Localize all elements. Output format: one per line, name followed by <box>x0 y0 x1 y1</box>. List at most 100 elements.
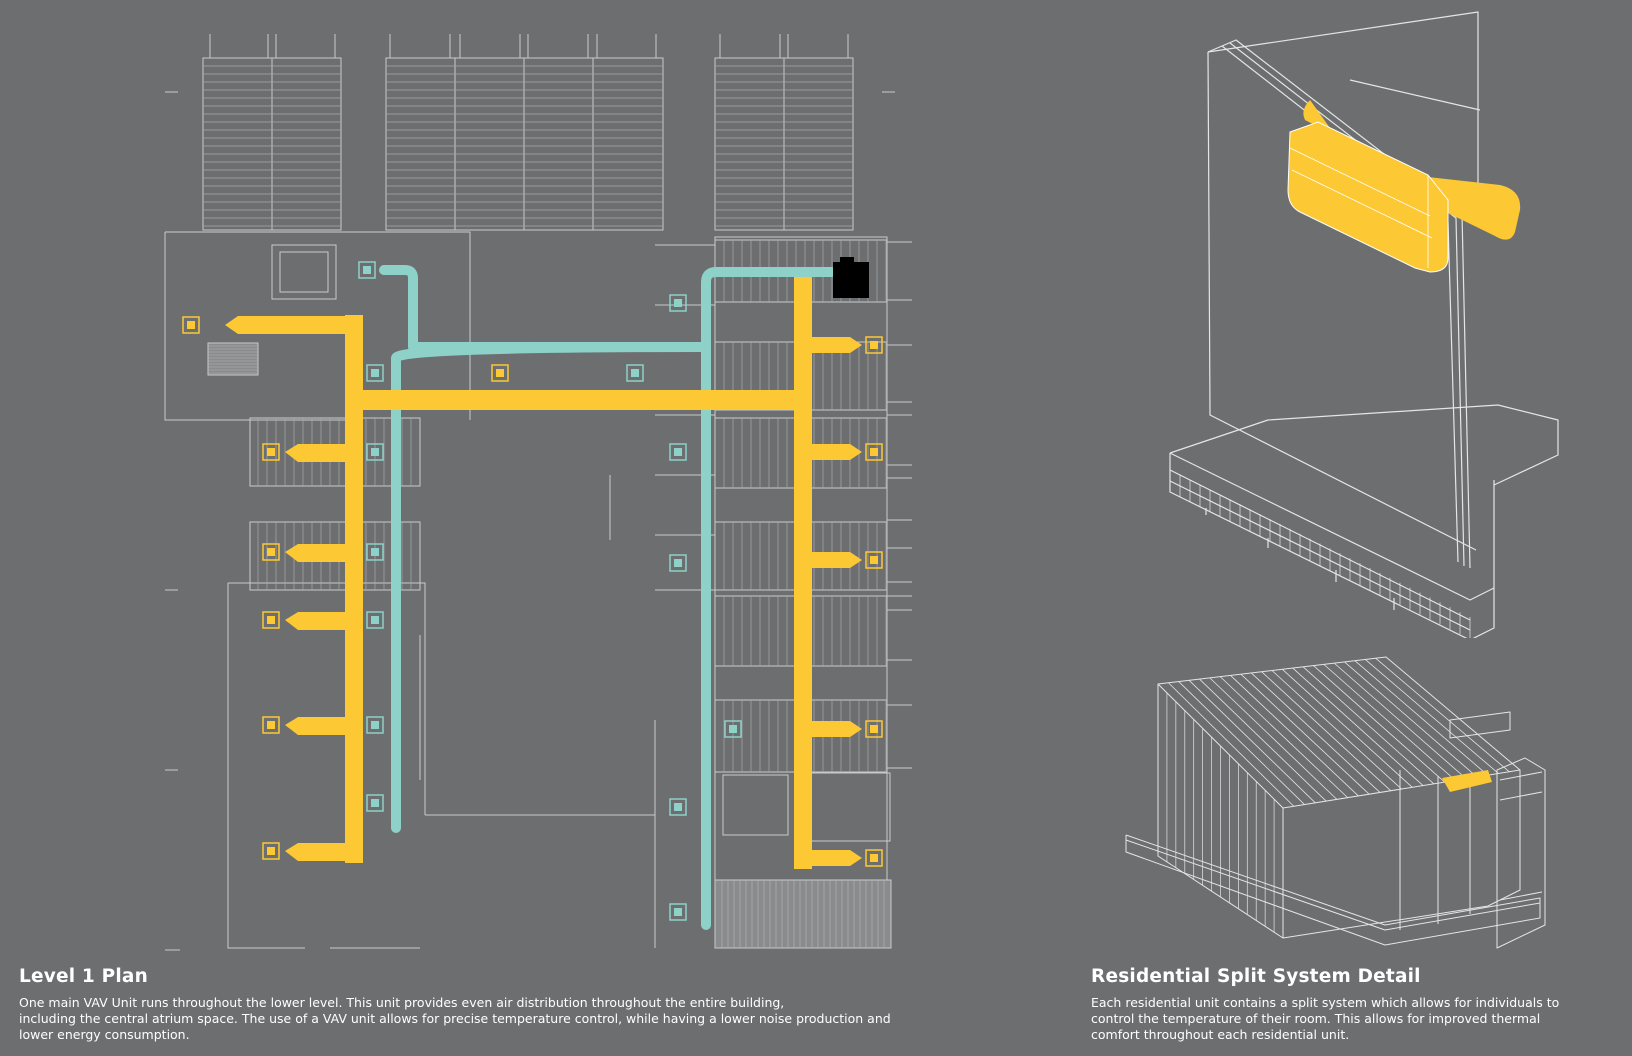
supply-branch-east <box>812 444 862 460</box>
roof-rib <box>1261 671 1391 792</box>
diffuser-frame <box>262 842 280 860</box>
roof-rib <box>1271 670 1402 790</box>
split-detail-description: Each residential unit contains a split s… <box>1091 995 1560 1042</box>
west-unit-1 <box>249 417 421 487</box>
residential-container-detail <box>1125 656 1546 949</box>
roof-rib <box>1168 682 1295 807</box>
roof-rib <box>1333 662 1467 779</box>
diffuser-core <box>371 616 379 624</box>
diffuser-frame <box>669 443 687 461</box>
diffuser-core <box>496 369 504 377</box>
elevator-core-right <box>722 774 789 836</box>
diffuser-core <box>674 448 682 456</box>
return-diffuser <box>669 294 687 312</box>
slab-supports <box>1205 508 1395 610</box>
stair-southeast-treads <box>721 880 885 948</box>
return-diffuser <box>669 798 687 816</box>
container-roof-box <box>1449 711 1511 739</box>
roof-rib <box>1354 660 1488 776</box>
supply-branch-nw <box>225 316 363 334</box>
supply-diffuser <box>262 543 280 561</box>
level-1-plan-drawing <box>164 34 912 951</box>
supply-diffuser <box>865 443 883 461</box>
diffuser-core <box>371 548 379 556</box>
diffuser-core <box>371 369 379 377</box>
roof-rib <box>1199 678 1327 802</box>
wall-thickness-edge <box>1207 39 1471 569</box>
diffuser-core <box>870 725 878 733</box>
wall-layer-lines <box>1221 42 1465 567</box>
atrium-south-wall <box>425 720 656 948</box>
diffuser-frame <box>182 316 200 334</box>
diffuser-core <box>267 616 275 624</box>
diffuser-core <box>729 725 737 733</box>
diffuser-core <box>674 559 682 567</box>
diffuser-frame <box>865 849 883 867</box>
stair-southeast <box>714 879 892 949</box>
floor-slab-side <box>1169 453 1495 638</box>
supply-diffuser <box>262 716 280 734</box>
elevator-core-inner <box>279 251 329 293</box>
roof-rib <box>1219 676 1348 798</box>
diffuser-frame <box>865 720 883 738</box>
diffuser-frame <box>669 294 687 312</box>
supply-diffuser <box>262 842 280 860</box>
diffuser-core <box>267 448 275 456</box>
wall-top-line <box>1349 79 1481 111</box>
supply-branch-east <box>812 337 862 353</box>
diffuser-core <box>870 448 878 456</box>
return-diffuser <box>366 611 384 629</box>
wall-face <box>1207 51 1477 551</box>
diffuser-core <box>267 847 275 855</box>
roof-rib <box>1282 668 1413 788</box>
supply-trunk-east <box>794 277 812 869</box>
diffuser-frame <box>358 261 376 279</box>
supply-branch-west <box>285 717 345 735</box>
diffuser-core <box>267 721 275 729</box>
diffuser-core <box>674 803 682 811</box>
diffuser-core <box>267 548 275 556</box>
split-system-unit <box>1287 100 1521 273</box>
diffuser-core <box>631 369 639 377</box>
supply-main-crossover <box>345 390 812 410</box>
level-plan-title: Level 1 Plan <box>19 966 148 987</box>
supply-branch-west <box>285 612 345 630</box>
diffuser-core <box>674 908 682 916</box>
roof-rib <box>1313 665 1445 783</box>
floor-slab-edge <box>1169 452 1495 601</box>
diffuser-core <box>870 854 878 862</box>
return-diffuser <box>366 364 384 382</box>
return-diffuser <box>366 794 384 812</box>
supply-branch-west <box>285 843 345 861</box>
west-unit-2 <box>249 521 421 591</box>
roof-rib <box>1209 677 1338 800</box>
roof-rib <box>1375 657 1510 773</box>
diffuser-frame <box>366 794 384 812</box>
diffuser-core <box>371 799 379 807</box>
stair-northwest <box>207 342 259 376</box>
diffuser-frame <box>865 336 883 354</box>
diffuser-core <box>363 266 371 274</box>
supply-diffuser <box>865 336 883 354</box>
container-open-door <box>1496 757 1546 949</box>
roof-rib <box>1302 666 1435 785</box>
supply-branches <box>285 337 862 866</box>
diffuser-frame <box>366 716 384 734</box>
level-plan-caption: Level 1 Plan One main VAV Unit runs thro… <box>19 966 919 1043</box>
roof-posts <box>209 34 849 58</box>
roof-rib <box>1178 681 1305 805</box>
return-diffuser <box>669 554 687 572</box>
return-diffuser <box>626 364 644 382</box>
diffuser-core <box>674 299 682 307</box>
supply-branch-west <box>285 444 345 462</box>
grid-ticks <box>165 91 895 951</box>
stair-northwest-treads <box>208 345 258 374</box>
diffuser-frame <box>724 720 742 738</box>
supply-diffuser <box>262 443 280 461</box>
diffuser-frame <box>262 716 280 734</box>
supply-diffuser <box>865 551 883 569</box>
return-diffuser <box>724 720 742 738</box>
return-duct-east-trunk <box>701 267 848 930</box>
east-dimension-ticks <box>887 241 912 769</box>
container-deck-line <box>1125 839 1541 931</box>
